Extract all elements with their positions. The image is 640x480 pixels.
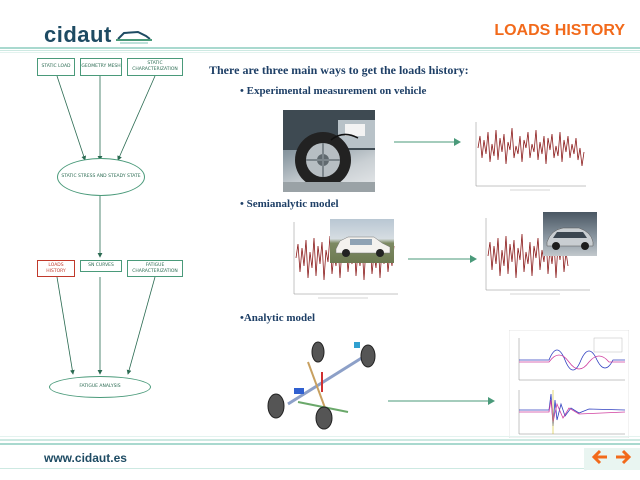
signal-plot-experimental xyxy=(475,122,586,191)
footer-line-2 xyxy=(0,439,640,441)
flow-ellipse-static-stress: STATIC STRESS AND STEADY STATE xyxy=(57,158,145,196)
suspension-model-render xyxy=(258,332,386,432)
arrow-analytic xyxy=(388,397,495,405)
footer-line-3 xyxy=(0,443,640,445)
modern-car-photo xyxy=(543,212,597,256)
intro-text: There are three main ways to get the loa… xyxy=(209,63,469,77)
arrow-semianalytic xyxy=(408,255,477,263)
arrow-experimental xyxy=(394,138,461,146)
vehicle-wheel-photo xyxy=(283,110,375,192)
flow-box-fatigue-characterization: FATIGUE CHARACTERIZATION xyxy=(127,260,183,277)
method-semianalytic: • Semianalytic model xyxy=(240,198,339,210)
classic-car-photo xyxy=(330,219,394,263)
car-logo-icon xyxy=(116,30,152,44)
method-analytic: •Analytic model xyxy=(240,312,316,324)
arrow-left-icon[interactable] xyxy=(591,448,609,471)
flow-box-sn-curves: SN CURVES xyxy=(80,260,122,272)
flow-box-geometry-mesh: GEOMETRY MESH xyxy=(80,58,122,76)
flow-box-static-characterization: STATIC CHARACTERIZATION xyxy=(127,58,183,76)
header-line-1 xyxy=(0,47,640,49)
footer-line-1 xyxy=(0,436,640,437)
footer-bottom-line xyxy=(0,468,640,469)
flow-box-static-load: STATIC LOAD xyxy=(37,58,75,76)
header-line-2 xyxy=(0,50,640,51)
page-title: LOADS HISTORY xyxy=(494,22,625,39)
analytic-output-plots xyxy=(509,330,629,438)
flow-ellipse-fatigue-analysis: FATIGUE ANALYSIS xyxy=(49,376,151,398)
website-link[interactable]: www.cidaut.es xyxy=(44,451,127,465)
cidaut-logo: cidaut xyxy=(44,22,112,47)
header-stripe xyxy=(0,0,640,52)
header-line-3 xyxy=(0,52,640,53)
method-experimental: • Experimental measurement on vehicle xyxy=(240,85,427,97)
arrow-right-icon[interactable] xyxy=(614,448,632,471)
footer-bar xyxy=(0,446,640,480)
flow-box-loads-history: LOADS HISTORY xyxy=(37,260,75,277)
flowchart-arrows xyxy=(56,75,156,375)
